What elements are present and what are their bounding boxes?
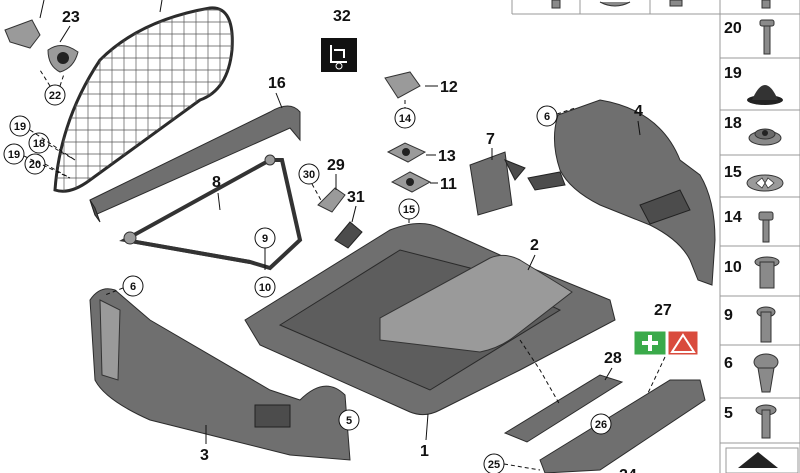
floor-cover [379, 254, 573, 353]
callout-27: 27 [654, 302, 672, 319]
callout-22: 22 [49, 90, 61, 102]
callout-31: 31 [347, 189, 365, 206]
side-trim-right [527, 99, 716, 286]
legend-label-18: 18 [724, 115, 742, 132]
callout-12: 12 [440, 79, 458, 96]
callout-11: 11 [440, 176, 457, 193]
first-aid-icon [633, 330, 667, 356]
legend-row-15: 15 [720, 164, 800, 198]
expansion-nut-icon [747, 85, 783, 105]
clip-washer-icon [746, 174, 784, 192]
callout-19b: 19 [8, 149, 20, 161]
callout-29: 29 [327, 157, 345, 174]
warning-triangle-icon [667, 330, 699, 356]
loading-sill [539, 379, 706, 473]
legend-arrow-icon [725, 447, 799, 473]
push-clip-icon [753, 353, 779, 393]
callout-18: 18 [33, 138, 45, 150]
callout-6-right: 6 [544, 111, 550, 123]
legend-label-19: 19 [724, 65, 742, 82]
callout-16: 16 [268, 75, 286, 92]
callout-8: 8 [212, 174, 221, 191]
callout-32: 32 [333, 8, 351, 25]
plate-11 [390, 171, 432, 193]
cover-cap-12 [384, 71, 421, 99]
callout-6-left: 6 [130, 281, 136, 293]
legend-row-18: 18 [720, 115, 800, 156]
screw-icon [756, 306, 776, 343]
fastener-legend: 20 19 18 15 [511, 0, 800, 473]
legend-label-10: 10 [724, 259, 742, 276]
legend-label-14: 14 [724, 209, 742, 226]
callout-7: 7 [486, 131, 495, 148]
legend-row-19: 19 [720, 65, 800, 111]
callout-2: 2 [530, 237, 539, 254]
child-seat-anchor-icon [321, 38, 357, 72]
legend-label-5: 5 [724, 405, 733, 422]
nut-icon [748, 128, 782, 146]
callout-26: 26 [595, 419, 607, 431]
callout-30: 30 [303, 169, 315, 181]
legend-row-9: 9 [720, 306, 800, 346]
callout-25: 25 [488, 459, 500, 471]
callout-15: 15 [403, 204, 415, 216]
callout-1: 1 [420, 443, 429, 460]
callout-19a: 19 [14, 121, 26, 133]
legend-row-14: 14 [720, 209, 800, 247]
screw-icon [759, 19, 775, 55]
callout-4: 4 [634, 103, 643, 120]
legend-row-5: 5 [720, 404, 800, 444]
callout-3: 3 [200, 447, 209, 464]
hook-bracket [4, 0, 79, 73]
callout-5: 5 [346, 415, 352, 427]
legend-label-20: 20 [724, 20, 742, 37]
callout-20: 20 [29, 159, 41, 171]
callout-13: 13 [438, 148, 456, 165]
rivet-nut-icon [754, 256, 780, 289]
side-trim-left [89, 288, 351, 461]
legend-row-10: 10 [720, 256, 800, 297]
callout-24: 24 [619, 467, 637, 473]
legend-row-6: 6 [720, 353, 800, 399]
callout-10: 10 [259, 282, 271, 294]
strip-28 [503, 374, 624, 443]
callout-28: 28 [604, 350, 622, 367]
bracket-13 [386, 142, 427, 163]
side-rail [89, 105, 301, 223]
net-frame [119, 154, 303, 271]
legend-label-6: 6 [724, 355, 733, 372]
callout-23: 23 [62, 9, 80, 26]
legend-row-20: 20 [720, 19, 800, 59]
legend-label-9: 9 [724, 307, 733, 324]
callout-14: 14 [399, 113, 412, 125]
screw-icon [755, 404, 777, 439]
bracket-7 [469, 151, 526, 216]
screw-icon [758, 211, 774, 243]
legend-label-15: 15 [724, 164, 742, 181]
callout-9: 9 [262, 233, 268, 245]
